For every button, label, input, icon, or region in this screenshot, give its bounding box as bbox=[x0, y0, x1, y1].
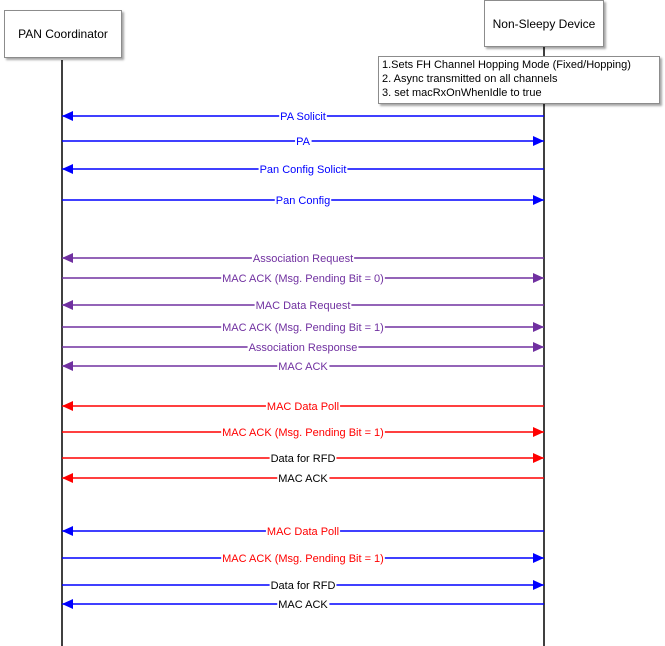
message-label: Pan Config bbox=[276, 195, 330, 207]
message-label: Association Request bbox=[253, 253, 353, 265]
note-line-2: 2. Async transmitted on all channels bbox=[382, 73, 558, 85]
arrowhead bbox=[62, 300, 73, 310]
actor-non-sleepy-device: Non-Sleepy Device bbox=[484, 0, 604, 47]
arrowhead bbox=[62, 111, 73, 121]
message-3: Pan Config Solicit bbox=[62, 164, 544, 176]
message-label-background bbox=[279, 111, 327, 123]
message-label: PA Solicit bbox=[280, 111, 326, 123]
device-setup-note: 1.Sets FH Channel Hopping Mode (Fixed/Ho… bbox=[378, 56, 660, 104]
arrowhead bbox=[533, 427, 544, 437]
arrowhead bbox=[62, 401, 73, 411]
message-label: MAC ACK bbox=[278, 599, 328, 611]
message-label-background bbox=[247, 342, 359, 354]
message-label-background bbox=[277, 361, 330, 373]
message-label-background bbox=[221, 322, 385, 334]
message-label: MAC ACK bbox=[278, 473, 328, 485]
message-label: MAC ACK (Msg. Pending Bit = 0) bbox=[222, 273, 384, 285]
arrowhead bbox=[533, 136, 544, 146]
message-16: MAC ACK (Msg. Pending Bit = 1) bbox=[62, 553, 544, 565]
arrowhead bbox=[62, 361, 73, 371]
arrowhead bbox=[533, 322, 544, 332]
actor-non-sleepy-device-label: Non-Sleepy Device bbox=[492, 16, 596, 31]
arrowhead bbox=[533, 580, 544, 590]
arrowhead bbox=[533, 553, 544, 563]
message-label: Data for RFD bbox=[271, 580, 336, 592]
message-label: MAC ACK bbox=[278, 361, 328, 373]
arrowhead bbox=[533, 195, 544, 205]
message-label-background bbox=[277, 599, 330, 611]
message-17: Data for RFD bbox=[62, 580, 544, 592]
message-label-background bbox=[274, 195, 332, 207]
note-line-1: 1.Sets FH Channel Hopping Mode (Fixed/Ho… bbox=[382, 59, 631, 71]
message-label: Pan Config Solicit bbox=[260, 164, 347, 176]
message-12: MAC ACK (Msg. Pending Bit = 1) bbox=[62, 427, 544, 439]
arrowhead bbox=[533, 453, 544, 463]
message-label-background bbox=[269, 453, 337, 465]
message-label: MAC ACK (Msg. Pending Bit = 1) bbox=[222, 553, 384, 565]
arrowhead bbox=[62, 599, 73, 609]
message-label: PA bbox=[296, 136, 311, 148]
arrowhead bbox=[533, 273, 544, 283]
message-label: Association Response bbox=[249, 342, 358, 354]
message-4: Pan Config bbox=[62, 195, 544, 207]
note-line-3: 3. set macRxOnWhenIdle to true bbox=[382, 87, 542, 99]
message-11: MAC Data Poll bbox=[62, 401, 544, 413]
message-18: MAC ACK bbox=[62, 599, 544, 611]
actor-pan-coordinator: PAN Coordinator bbox=[4, 10, 122, 58]
message-label-background bbox=[277, 473, 330, 485]
arrowhead bbox=[533, 342, 544, 352]
message-label-background bbox=[295, 136, 312, 148]
message-9: Association Response bbox=[62, 342, 544, 354]
message-6: MAC ACK (Msg. Pending Bit = 0) bbox=[62, 273, 544, 285]
message-2: PA bbox=[62, 136, 544, 148]
message-label: MAC Data Poll bbox=[267, 526, 339, 538]
message-label-background bbox=[269, 580, 337, 592]
arrowhead bbox=[62, 164, 73, 174]
message-label-background bbox=[221, 553, 385, 565]
actor-pan-coordinator-label: PAN Coordinator bbox=[18, 27, 108, 41]
message-13: Data for RFD bbox=[62, 453, 544, 465]
arrowhead bbox=[62, 526, 73, 536]
message-label: MAC ACK (Msg. Pending Bit = 1) bbox=[222, 427, 384, 439]
message-5: Association Request bbox=[62, 253, 544, 265]
message-label-background bbox=[265, 526, 341, 538]
message-label-background bbox=[265, 401, 341, 413]
message-label: Data for RFD bbox=[271, 453, 336, 465]
message-label-background bbox=[221, 427, 385, 439]
message-10: MAC ACK bbox=[62, 361, 544, 373]
message-label-background bbox=[254, 300, 352, 312]
message-15: MAC Data Poll bbox=[62, 526, 544, 538]
arrowhead bbox=[62, 253, 73, 263]
message-14: MAC ACK bbox=[62, 473, 544, 485]
message-7: MAC Data Request bbox=[62, 300, 544, 312]
message-label: MAC Data Poll bbox=[267, 401, 339, 413]
arrowhead bbox=[62, 473, 73, 483]
message-label-background bbox=[251, 253, 355, 265]
message-1: PA Solicit bbox=[62, 111, 544, 123]
message-label-background bbox=[221, 273, 385, 285]
message-label: MAC ACK (Msg. Pending Bit = 1) bbox=[222, 322, 384, 334]
message-label: MAC Data Request bbox=[256, 300, 351, 312]
message-label-background bbox=[258, 164, 348, 176]
message-8: MAC ACK (Msg. Pending Bit = 1) bbox=[62, 322, 544, 334]
